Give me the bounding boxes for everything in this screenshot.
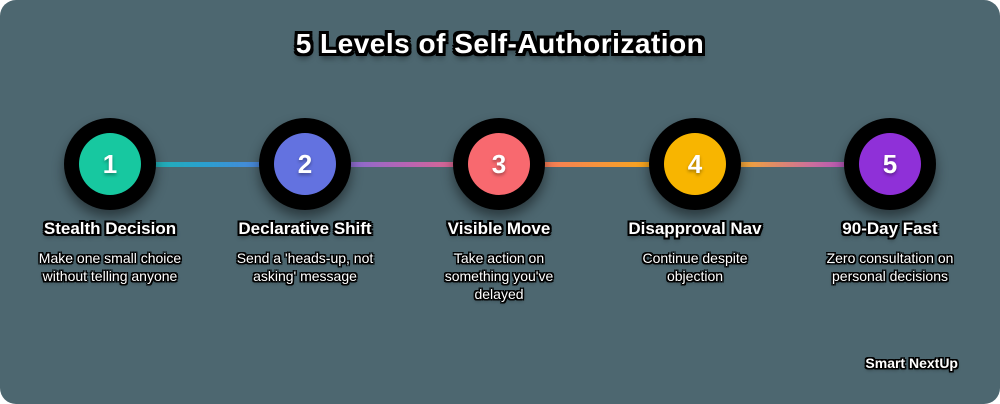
watermark-brand: Smart NextUp [865, 355, 958, 371]
step-1-title: Stealth Decision [43, 219, 177, 238]
step-1-circle: 1 [79, 133, 141, 195]
step-1-ring: 1 [64, 118, 156, 210]
step-1-number: 1 [102, 148, 118, 179]
step-5-title: 90-Day Fast [842, 219, 938, 238]
step-1-description: Make one small choice without telling an… [38, 250, 182, 284]
step-3-description: Take action on something you've delayed [444, 250, 554, 302]
step-4-title: Disapproval Nav [628, 219, 762, 238]
step-4-ring: 4 [649, 118, 741, 210]
step-5: 5 90-Day Fast Zero consultation on perso… [792, 118, 988, 285]
step-5-number: 5 [882, 148, 898, 179]
step-3-ring: 3 [453, 118, 545, 210]
step-5-ring: 5 [844, 118, 936, 210]
step-2: 2 Declarative Shift Send a 'heads-up, no… [207, 118, 403, 285]
step-2-title: Declarative Shift [238, 219, 372, 238]
step-3-title: Visible Move [447, 219, 551, 238]
step-3: 3 Visible Move Take action on something … [401, 118, 597, 303]
step-1: 1 Stealth Decision Make one small choice… [12, 118, 208, 285]
step-4-description: Continue despite objection [642, 250, 748, 284]
step-4: 4 Disapproval Nav Continue despite objec… [597, 118, 793, 285]
step-2-circle: 2 [274, 133, 336, 195]
step-4-number: 4 [687, 148, 703, 179]
step-2-description: Send a 'heads-up, not asking' message [236, 250, 374, 284]
step-4-circle: 4 [664, 133, 726, 195]
step-3-circle: 3 [468, 133, 530, 195]
page-title: 5 Levels of Self-Authorization [295, 28, 705, 59]
step-5-circle: 5 [859, 133, 921, 195]
step-2-number: 2 [297, 148, 313, 179]
step-3-number: 3 [491, 148, 507, 179]
step-5-description: Zero consultation on personal decisions [826, 250, 954, 284]
step-2-ring: 2 [259, 118, 351, 210]
